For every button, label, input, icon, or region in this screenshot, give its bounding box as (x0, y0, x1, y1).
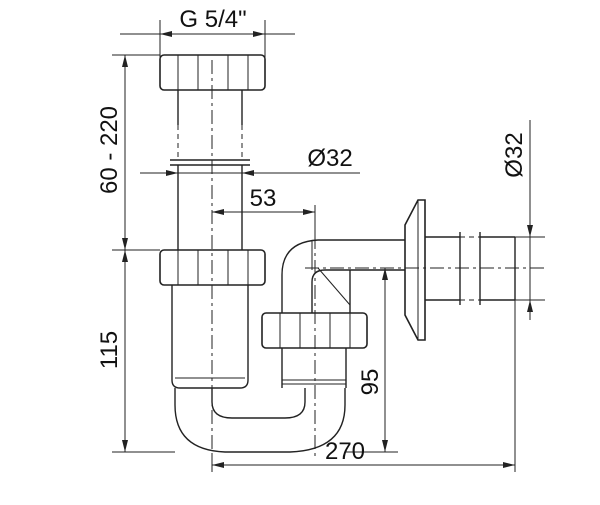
dim-outlet-height (345, 268, 398, 453)
u-bend (174, 388, 346, 453)
dim-thread-label: G 5/4" (179, 6, 246, 33)
dim-tube-diameter (140, 170, 360, 176)
dim-height-range (112, 54, 160, 251)
wall-rosette (404, 199, 426, 341)
dim-total-length (211, 300, 516, 472)
dim-wall-diameter (515, 120, 545, 320)
dim-offset-label: 53 (250, 185, 277, 212)
dim-lower-height-label: 115 (96, 331, 123, 369)
dim-offset (212, 205, 316, 240)
dim-thread-line (120, 20, 295, 58)
center-lines (211, 60, 545, 460)
dim-height-range-label: 60 - 220 (96, 106, 123, 194)
outlet-leg (281, 348, 347, 388)
dim-total-length-label: 270 (325, 438, 365, 465)
trap-cup (171, 285, 249, 389)
dim-outlet-height-label: 95 (357, 369, 384, 396)
dim-tube-diameter-label: Ø32 (307, 145, 352, 172)
dim-lower-height (112, 250, 175, 453)
dim-wall-diameter-label: Ø32 (501, 132, 528, 177)
inlet-tube (170, 90, 250, 250)
